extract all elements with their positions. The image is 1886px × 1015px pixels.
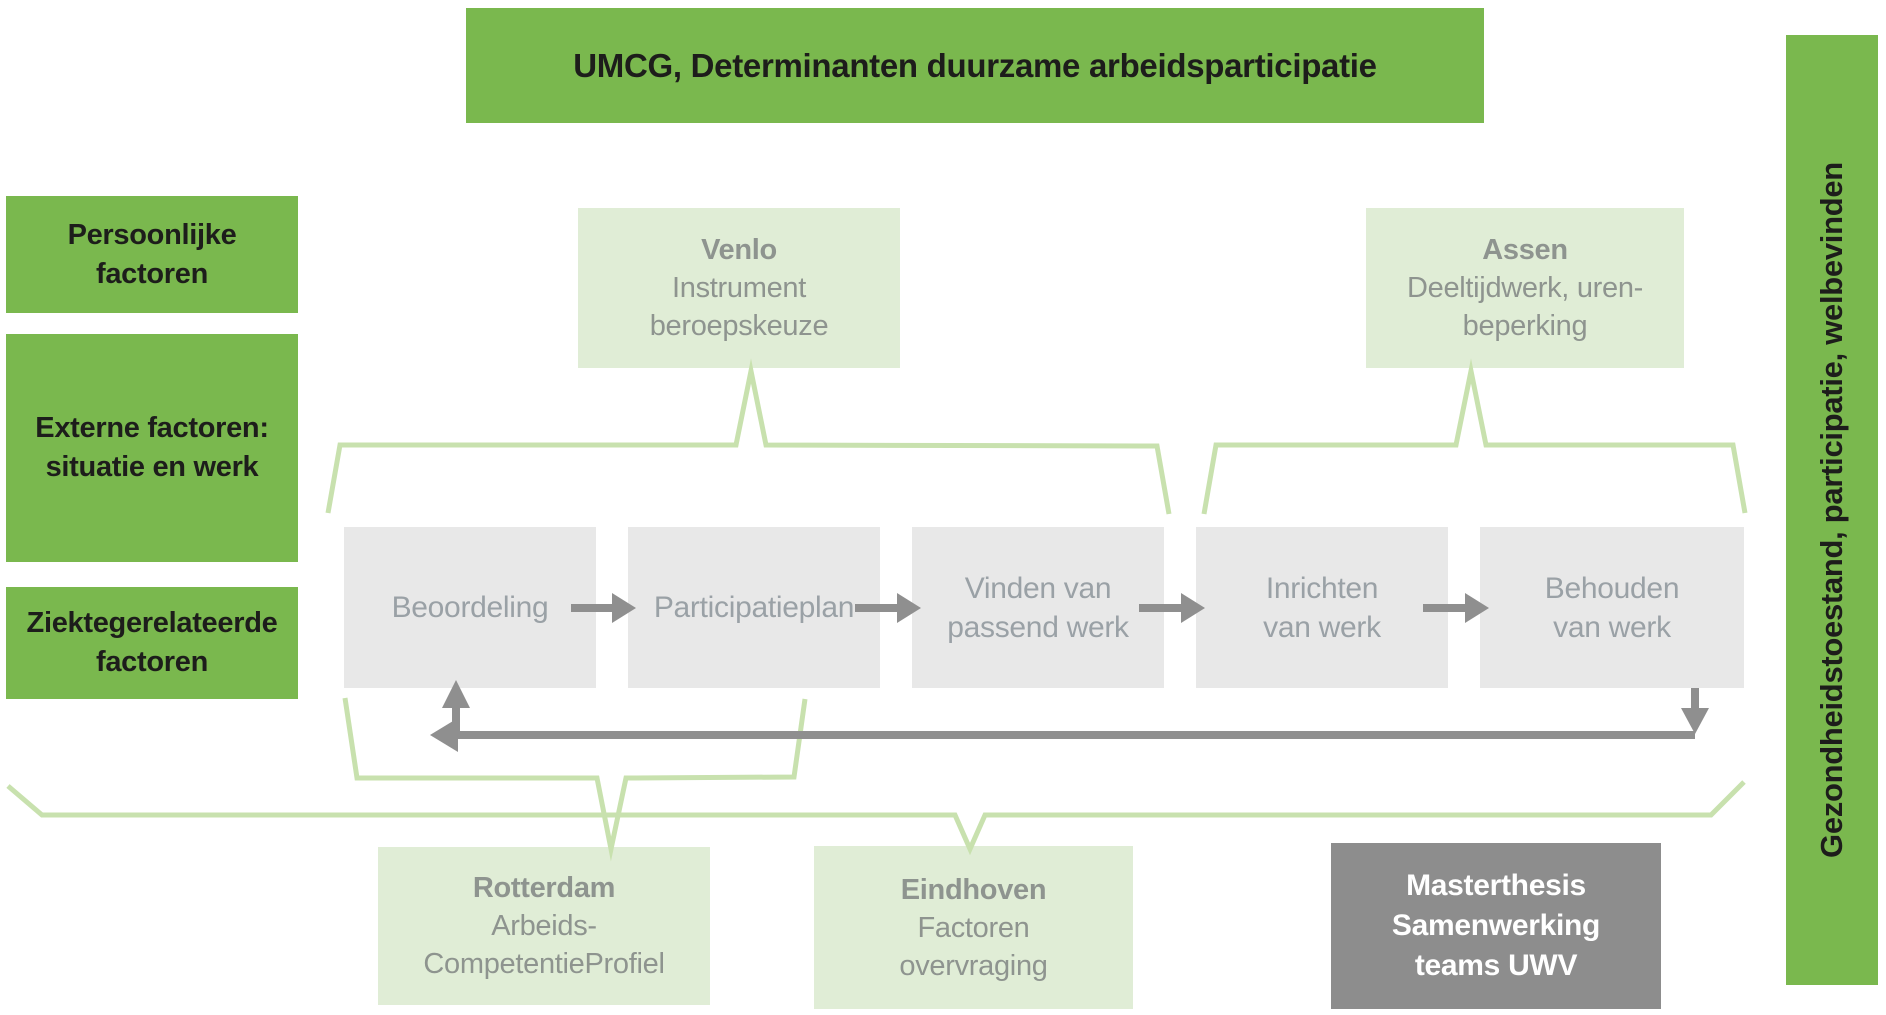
factor-box-persoonlijke: Persoonlijke factoren [6, 196, 298, 313]
brace-bottom-rotterdam [342, 697, 808, 862]
flow-step-inrichten-van-werk: Inrichten van werk [1196, 527, 1448, 688]
pilot-city-label: Assen [1482, 234, 1568, 266]
masterthesis-line: Masterthesis [1406, 869, 1586, 902]
brace-bottom-eindhoven [6, 780, 1746, 856]
flow-step-label: passend werk [947, 610, 1129, 644]
masterthesis-line: teams UWV [1414, 949, 1578, 982]
pilot-desc-line: CompetentieProfiel [423, 948, 665, 980]
flow-step-label: Vinden van [964, 571, 1112, 605]
title-banner-label: UMCG, Determinanten duurzame arbeidspart… [573, 46, 1377, 84]
pilot-desc-line: beperking [1462, 310, 1588, 342]
factor-box-line: Externe factoren: [35, 412, 269, 444]
factor-box-line: situatie en werk [45, 451, 259, 483]
pilot-desc-line: Factoren [917, 911, 1030, 944]
pilot-desc-line: Instrument [672, 272, 806, 304]
feedback-arrow [430, 680, 1709, 752]
flow-step-vinden-passend-werk: Vinden van passend werk [912, 527, 1164, 688]
factor-box-externe: Externe factoren: situatie en werk [6, 334, 298, 562]
masterthesis-box: Masterthesis Samenwerking teams UWV [1331, 843, 1661, 1009]
pilot-desc-line: overvraging [899, 949, 1048, 982]
pilot-desc-line: Arbeids- [491, 910, 597, 942]
pilot-box-eindhoven: Eindhoven Factoren overvraging [814, 846, 1133, 1009]
title-banner: UMCG, Determinanten duurzame arbeidspart… [466, 8, 1484, 123]
outcome-bar-label: Gezondheidstoestand, participatie, welbe… [1814, 162, 1849, 858]
pilot-city-label: Eindhoven [900, 873, 1047, 906]
pilot-city-label: Rotterdam [472, 872, 616, 904]
pilot-desc-line: Deeltijdwerk, uren- [1406, 272, 1644, 304]
flow-step-participatieplan: Participatieplan [628, 527, 880, 688]
pilot-city-label: Venlo [701, 234, 777, 266]
brace-top-assen [1201, 358, 1748, 515]
flow-step-label: Inrichten [1265, 571, 1379, 605]
pilot-box-rotterdam: Rotterdam Arbeids- CompetentieProfiel [378, 847, 710, 1005]
flow-step-label: van werk [1553, 610, 1671, 644]
pilot-box-venlo: Venlo Instrument beroepskeuze [578, 208, 900, 368]
brace-top-venlo [325, 358, 1172, 515]
factor-box-line: factoren [95, 646, 208, 678]
factor-box-line: Persoonlijke [67, 218, 237, 251]
factor-box-line: Ziektegerelateerde [26, 607, 278, 639]
flow-step-beoordeling: Beoordeling [344, 527, 596, 688]
outcome-bar: Gezondheidstoestand, participatie, welbe… [1786, 35, 1878, 985]
factor-box-ziektegerelateerde: Ziektegerelateerde factoren [6, 587, 298, 699]
flow-step-label: van werk [1263, 610, 1381, 644]
masterthesis-line: Samenwerking [1391, 909, 1601, 942]
flow-step-label: Beoordeling [391, 591, 549, 624]
pilot-box-assen: Assen Deeltijdwerk, uren- beperking [1366, 208, 1684, 368]
pilot-desc-line: beroepskeuze [649, 310, 829, 342]
flow-step-label: Participatieplan [653, 591, 855, 624]
flow-step-behouden-van-werk: Behouden van werk [1480, 527, 1744, 688]
flow-step-label: Behouden [1544, 571, 1680, 605]
factor-box-line: factoren [95, 257, 208, 290]
